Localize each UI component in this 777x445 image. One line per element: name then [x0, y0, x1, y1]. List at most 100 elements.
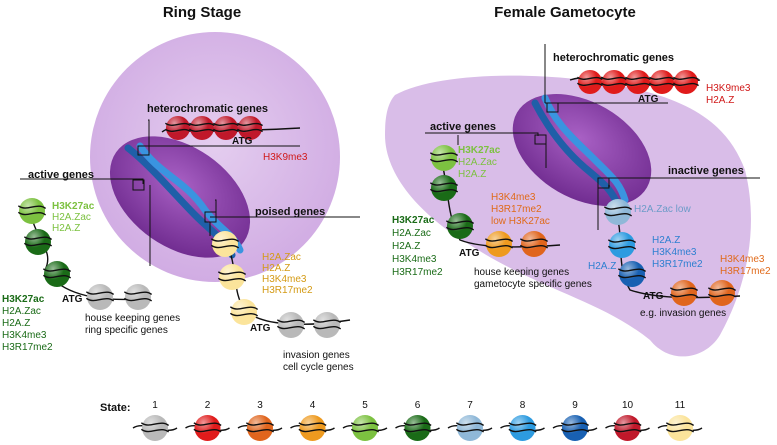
ring-poised-nucleosome-3: [276, 312, 306, 338]
legend-state-nucleosome-11: [665, 415, 695, 441]
legend-state-nucleosome-10: [613, 415, 642, 441]
gam-active-atg: ATG: [459, 248, 480, 259]
legend-state-number-7: 7: [467, 400, 473, 411]
ring-poised-caption-1: cell cycle genes: [283, 362, 354, 373]
gam-inactive-nucleosome-3: [669, 280, 699, 306]
legend-state-number-6: 6: [415, 400, 421, 411]
gam-inactive-nucleosome-2: [617, 261, 647, 287]
ring-active-header: active genes: [28, 169, 94, 181]
ring-active-bottom-1: H2A.Zac: [2, 306, 41, 317]
legend-state-nucleosome-6: [403, 415, 432, 441]
gam-heterochromatic-header: heterochromatic genes: [553, 52, 674, 64]
gam-active-bottom-3: H3K4me3: [392, 254, 437, 265]
legend-state-nucleosome-2: [193, 415, 222, 441]
ring-active-nucleosome-1: [23, 229, 53, 255]
legend-state-nucleosome-7: [455, 415, 485, 441]
gam-active-caption-0: house keeping genes: [474, 267, 569, 278]
ring-hetero-nucleosome-3: [236, 116, 264, 140]
ring-active-box: [132, 179, 145, 191]
gam-active-nucleosome-1: [429, 175, 459, 201]
gametocyte-active-box: [534, 134, 547, 145]
ring-hetero-nucleosome-2: [212, 116, 240, 140]
gam-active-bottom-0: H3K27ac: [392, 215, 435, 226]
gam-active-caption-1: gametocyte specific genes: [474, 279, 592, 290]
ring-poised-mark-2: H3K4me3: [262, 274, 307, 285]
legend-state-number-2: 2: [205, 400, 211, 411]
gam-hetero-mark-1: H2A.Z: [706, 95, 734, 106]
legend-state-number-1: 1: [152, 400, 158, 411]
gam-inactive-low: H2A.Zac low: [634, 204, 691, 215]
legend-state-nucleosome-3: [245, 415, 275, 441]
ring-active-nucleosome-4: [123, 284, 153, 310]
gametocyte-nucleus: [385, 75, 751, 357]
ring-active-atg: ATG: [62, 294, 83, 305]
ring-poised-nucleosome-4: [312, 312, 342, 338]
ring-poised-nucleosome-1: [217, 264, 247, 290]
legend-state-label: State:: [100, 402, 131, 414]
ring-hetero-nucleosome-0: [164, 116, 192, 140]
legend-state-nucleosome-1: [140, 415, 170, 441]
ring-active-bottom-4: H3R17me2: [2, 342, 53, 353]
ring-poised-mark-0: H2A.Zac: [262, 252, 301, 263]
ring-active-top-2: H2A.Z: [52, 223, 80, 234]
legend-state-nucleosome-8: [508, 415, 537, 441]
ring-active-caption-0: house keeping genes: [85, 313, 180, 324]
gam-hetero-mark-0: H3K9me3: [706, 83, 751, 94]
gam-active-nucleosome-2: [445, 213, 475, 239]
legend-state-number-10: 10: [622, 400, 634, 411]
gametocyte-chromosome-helix: [531, 94, 629, 209]
legend-state-nucleosome-5: [350, 415, 380, 441]
gam-active-header: active genes: [430, 121, 496, 133]
gam-inactive-caption: e.g. invasion genes: [640, 308, 726, 319]
gam-active-bottom-4: H3R17me2: [392, 267, 443, 278]
legend-state-number-4: 4: [310, 400, 316, 411]
gam-inactive-mid-1: H3K4me3: [652, 247, 697, 258]
ring-stage-title: Ring Stage: [163, 4, 241, 21]
legend-state-number-3: 3: [257, 400, 263, 411]
gam-inactive-nucleosome-0: [603, 199, 633, 225]
gam-active-nucleosome-4: [519, 231, 549, 257]
gam-active-nucleosome-0: [429, 145, 459, 171]
ring-active-bottom-0: H3K27ac: [2, 294, 45, 305]
ring-leader-lines: [20, 119, 360, 266]
gam-hetero-nucleosome-3: [648, 70, 676, 94]
ring-poised-header: poised genes: [255, 206, 325, 218]
legend-state-number-11: 11: [675, 400, 686, 411]
ring-active-nucleosome-3: [85, 284, 115, 310]
ring-active-caption-1: ring specific genes: [85, 325, 168, 336]
gam-inactive-nucleosome-4: [707, 280, 737, 306]
gam-active-bottom-2: H2A.Z: [392, 241, 420, 252]
ring-poised-nucleosome-0: [210, 231, 240, 257]
gametocyte-leader-lines: [425, 44, 760, 230]
female-gametocyte-title: Female Gametocyte: [494, 4, 636, 21]
gam-active-top-0: H3K27ac: [458, 145, 501, 156]
nucleosome-layer: [17, 70, 741, 338]
ring-active-nucleosome-2: [42, 261, 72, 287]
ring-poised-mark-3: H3R17me2: [262, 285, 313, 296]
gam-hetero-nucleosome-0: [576, 70, 604, 94]
gam-hetero-nucleosome-4: [672, 70, 700, 94]
gam-active-top-2: H2A.Z: [458, 169, 486, 180]
legend-state-nucleosome-4: [298, 415, 327, 441]
ring-hetero-nucleosome-1: [188, 116, 216, 140]
gam-active-bottom-1: H2A.Zac: [392, 228, 431, 239]
ring-poised-caption-0: invasion genes: [283, 350, 350, 361]
gam-inactive-nucleosome-1: [607, 232, 637, 258]
ring-hetero-box: [137, 145, 150, 156]
gam-hetero-nucleosome-1: [600, 70, 628, 94]
ring-poised-mark-1: H2A.Z: [262, 263, 290, 274]
legend-state-number-8: 8: [520, 400, 526, 411]
ring-heterochromatic-header: heterochromatic genes: [147, 103, 268, 115]
ring-active-top-1: H2A.Zac: [52, 212, 91, 223]
legend-state-nucleosome-9: [560, 415, 590, 441]
gam-active-orange-0: H3K4me3: [491, 192, 536, 203]
ring-hetero-mark: H3K9me3: [263, 152, 308, 163]
gam-active-nucleosome-3: [484, 231, 514, 257]
ring-active-bottom-3: H3K4me3: [2, 330, 47, 341]
gam-inactive-left: H2A.Z: [588, 261, 616, 272]
gam-inactive-mid-2: H3R17me2: [652, 259, 703, 270]
gam-active-top-1: H2A.Zac: [458, 157, 497, 168]
ring-active-nucleosome-0: [17, 198, 47, 224]
ring-active-bottom-2: H2A.Z: [2, 318, 30, 329]
ring-poised-nucleosome-2: [229, 299, 259, 325]
